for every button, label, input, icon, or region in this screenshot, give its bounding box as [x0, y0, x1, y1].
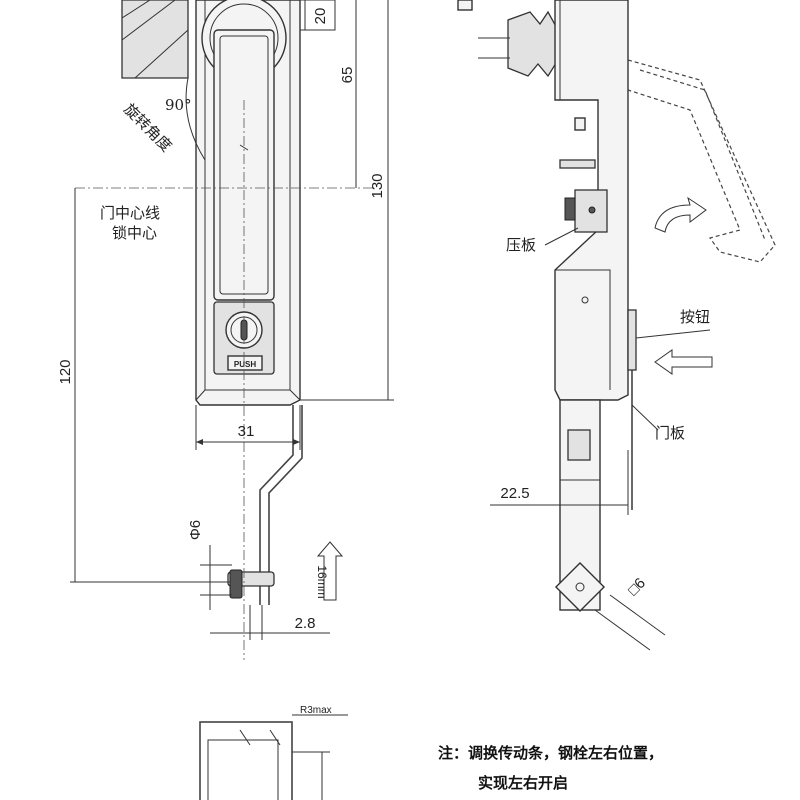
angle-label: 90° [165, 96, 192, 114]
lock-center-label: 锁中心 [112, 224, 157, 242]
note-line2: 实现左右开启 [478, 774, 568, 792]
dim-20: 20 [312, 8, 329, 25]
pressure-plate-label: 压板 [506, 236, 536, 254]
rotated-handle-outline [627, 59, 776, 263]
left-arrow-icon [654, 349, 713, 375]
dim-r3max: R3max [300, 705, 332, 716]
door-center-line-label: 门中心线 [100, 204, 160, 222]
door-panel-label: 门板 [655, 424, 685, 442]
dim-16mm: 16mm [315, 565, 329, 598]
cutout-outer [199, 721, 293, 800]
rotation-arrow-icon [654, 196, 707, 233]
dim-120: 120 [57, 359, 74, 384]
wing-knob-icon [507, 10, 559, 78]
dim-22-5: 22.5 [500, 485, 529, 502]
cutout-view: R3max [199, 705, 348, 800]
transmission-rod [259, 405, 303, 605]
dim-phi6: Φ6 [187, 520, 204, 540]
up-arrow-icon [316, 541, 344, 601]
side-view: 压板 按钮 门板 22.5 □6 [457, 0, 776, 651]
note-line1: 注：调换传动条，钢栓左右位置， [438, 744, 663, 762]
front-view: PUSH 20 65 130 120 31 Φ6 [57, 0, 394, 660]
dim-65: 65 [339, 67, 356, 84]
button-label: 按钮 [680, 308, 710, 326]
dim-2-8: 2.8 [295, 615, 316, 632]
dim-130: 130 [369, 173, 386, 198]
handle-lever [213, 29, 275, 301]
dim-31: 31 [238, 423, 255, 440]
push-label: PUSH [234, 360, 256, 369]
dim-sq6: □6 [625, 575, 649, 599]
note: 注：调换传动条，钢栓左右位置， 实现左右开启 [438, 744, 663, 792]
side-button [627, 309, 637, 371]
